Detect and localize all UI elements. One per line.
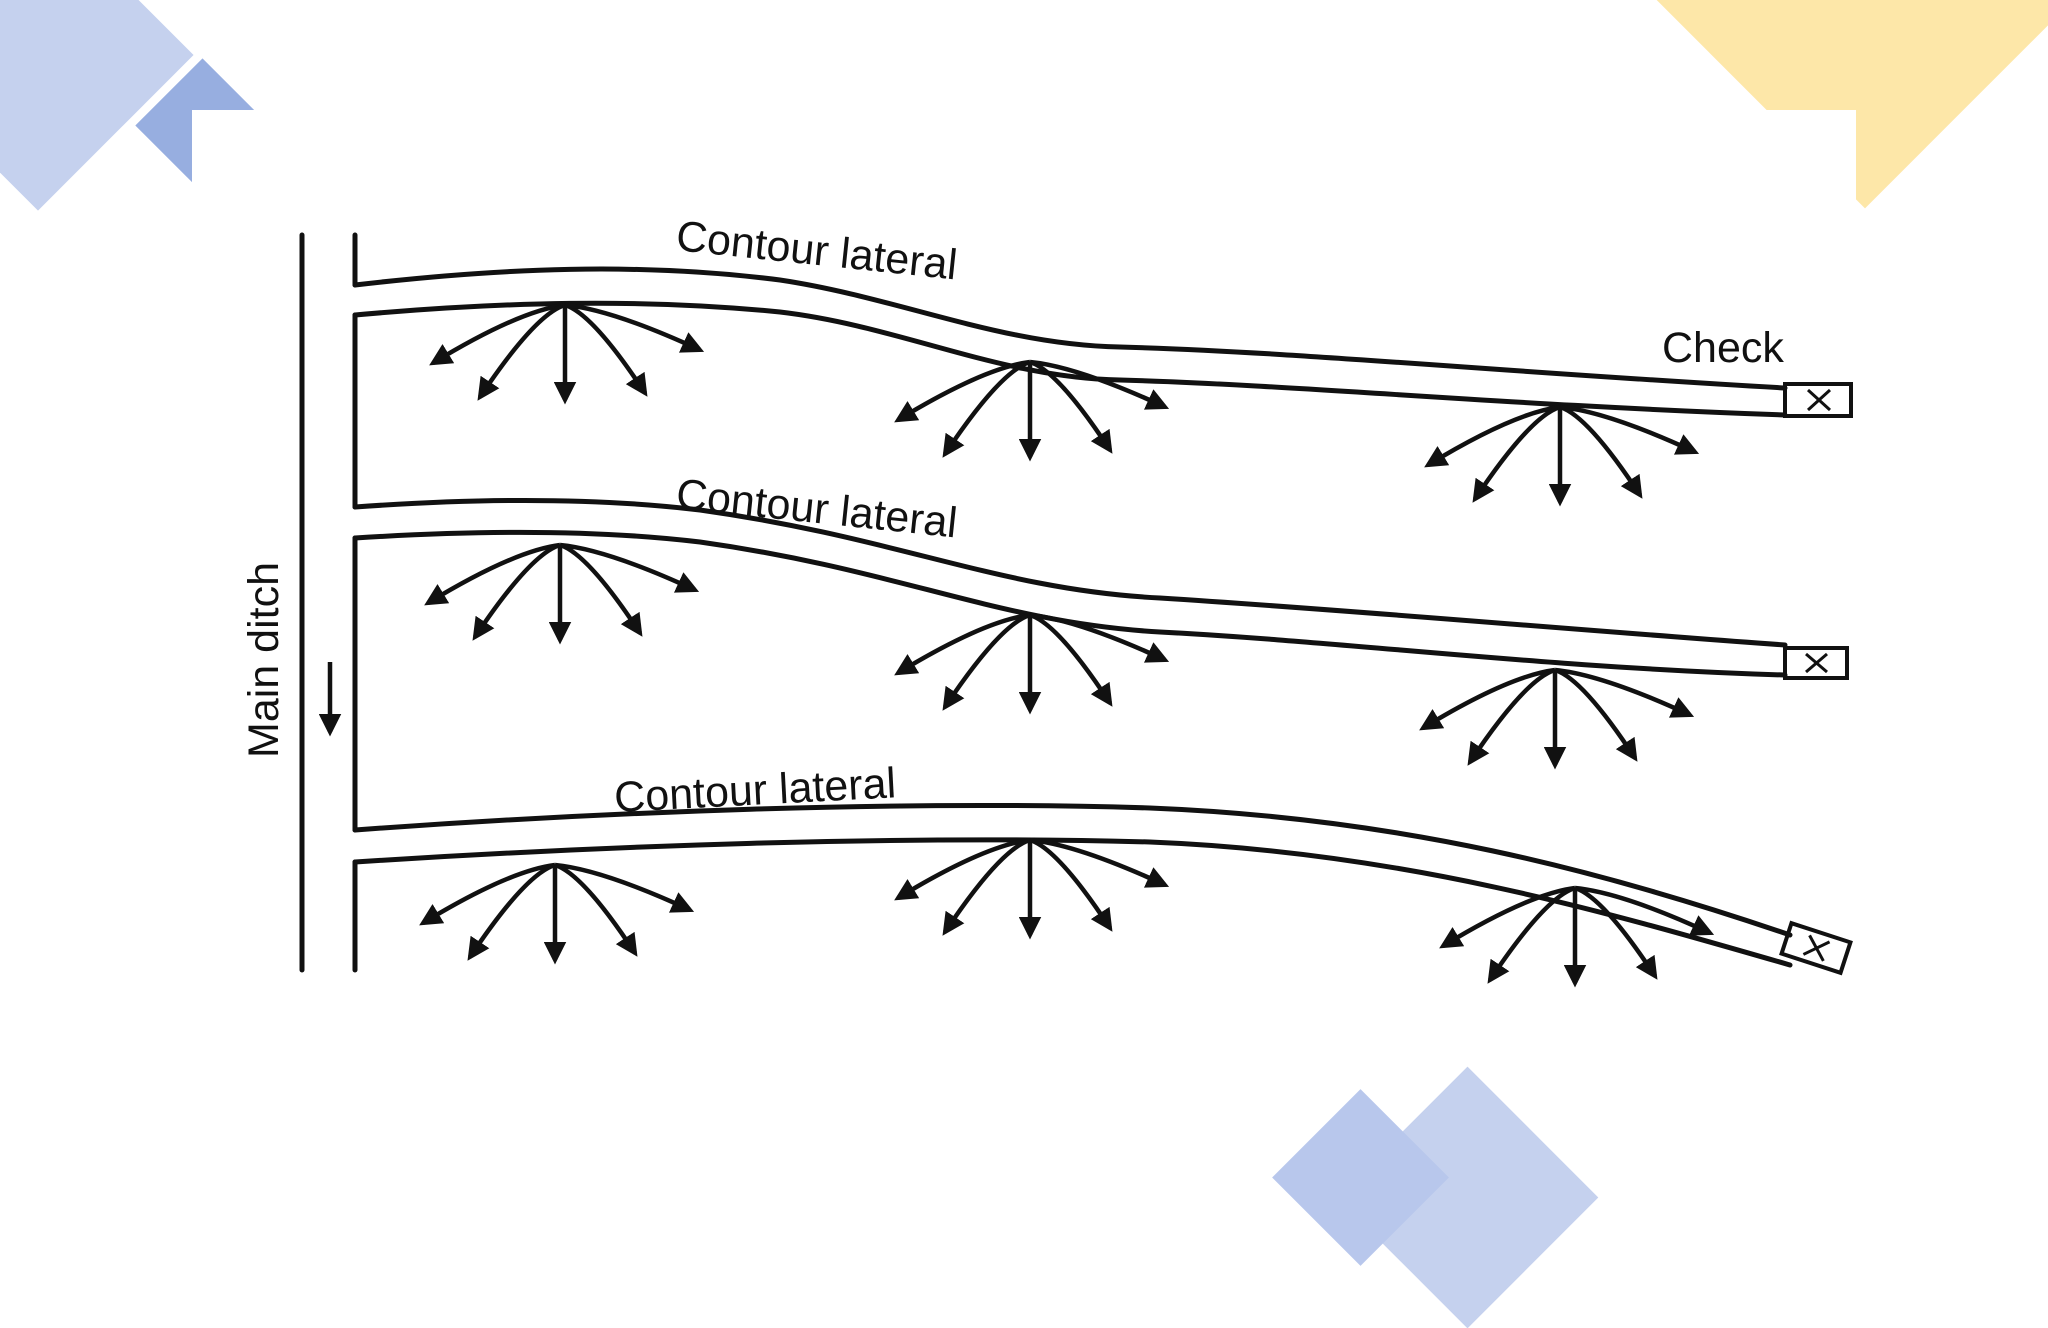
flow-arrow-icon: [1554, 667, 1695, 718]
flow-arrow-icon: [942, 359, 1031, 458]
flow-arrow-icon: [554, 862, 638, 957]
flow-arrow-icon: [894, 837, 1031, 901]
flow-arrow-icon: [1574, 885, 1658, 980]
flow-arrow-icon: [1487, 885, 1576, 984]
flow-arrow-icon: [477, 302, 566, 401]
flow-arrow-icon: [564, 302, 648, 397]
flow-arrow-icon: [1574, 885, 1715, 936]
contour-lateral-label-2: Contour lateral: [674, 470, 960, 547]
check-label: Check: [1662, 324, 1784, 372]
contour-lateral-1-bottom: [352, 300, 1788, 418]
flow-arrow-icon: [1419, 667, 1556, 731]
flow-arrow-icon: [559, 542, 700, 593]
flow-arrows: [419, 302, 1715, 988]
flow-arrow-icon: [1559, 404, 1643, 499]
check-structure-icon: [1805, 652, 1828, 674]
flow-arrow-icon: [472, 542, 561, 641]
flow-arrow-icon: [894, 612, 1031, 676]
flow-arrow-icon: [1029, 837, 1113, 932]
flow-arrow-icon: [559, 542, 643, 637]
check-structure-icon: [1802, 934, 1831, 962]
flow-arrow-icon: [1559, 404, 1700, 455]
contour-lateral-label-1: Contour lateral: [674, 212, 960, 289]
check-structure-1: [1783, 382, 1853, 418]
flow-arrow-icon: [1467, 667, 1556, 766]
check-structure-2: [1783, 646, 1849, 680]
contour-lateral-3-top: [352, 802, 1793, 938]
flow-arrow-icon: [554, 862, 695, 913]
flow-arrow-icon: [429, 302, 566, 366]
contour-lateral-diagram: Main ditch Contour lateral Contour later…: [240, 212, 1853, 988]
contour-lateral-3-bottom: [352, 837, 1793, 968]
flow-arrow-icon: [942, 612, 1031, 711]
flow-arrow-icon: [467, 862, 556, 961]
flow-arrow-icon: [1029, 837, 1170, 888]
flow-arrow-icon: [1029, 612, 1170, 663]
flow-arrow-icon: [1424, 404, 1561, 468]
flow-arrow-icon: [1029, 359, 1170, 410]
check-structure-icon: [1806, 388, 1832, 412]
flow-arrow-icon: [894, 359, 1031, 423]
contour-lateral-label-3: Contour lateral: [613, 759, 897, 822]
contour-lateral-2-bottom: [352, 529, 1788, 678]
flow-arrow-icon: [419, 862, 556, 926]
flow-arrow-icon: [564, 302, 705, 353]
flow-arrow-icon: [942, 837, 1031, 936]
flow-arrow-icon: [1439, 885, 1576, 949]
flow-arrow-icon: [424, 542, 561, 606]
check-structure-3: [1779, 920, 1853, 976]
main-ditch-label: Main ditch: [240, 562, 288, 758]
flow-arrow-icon: [1472, 404, 1561, 503]
flow-arrow-icon: [1554, 667, 1638, 762]
contour-lateral-1-top: [352, 266, 1788, 391]
contour-lateral-2-top: [352, 498, 1788, 648]
